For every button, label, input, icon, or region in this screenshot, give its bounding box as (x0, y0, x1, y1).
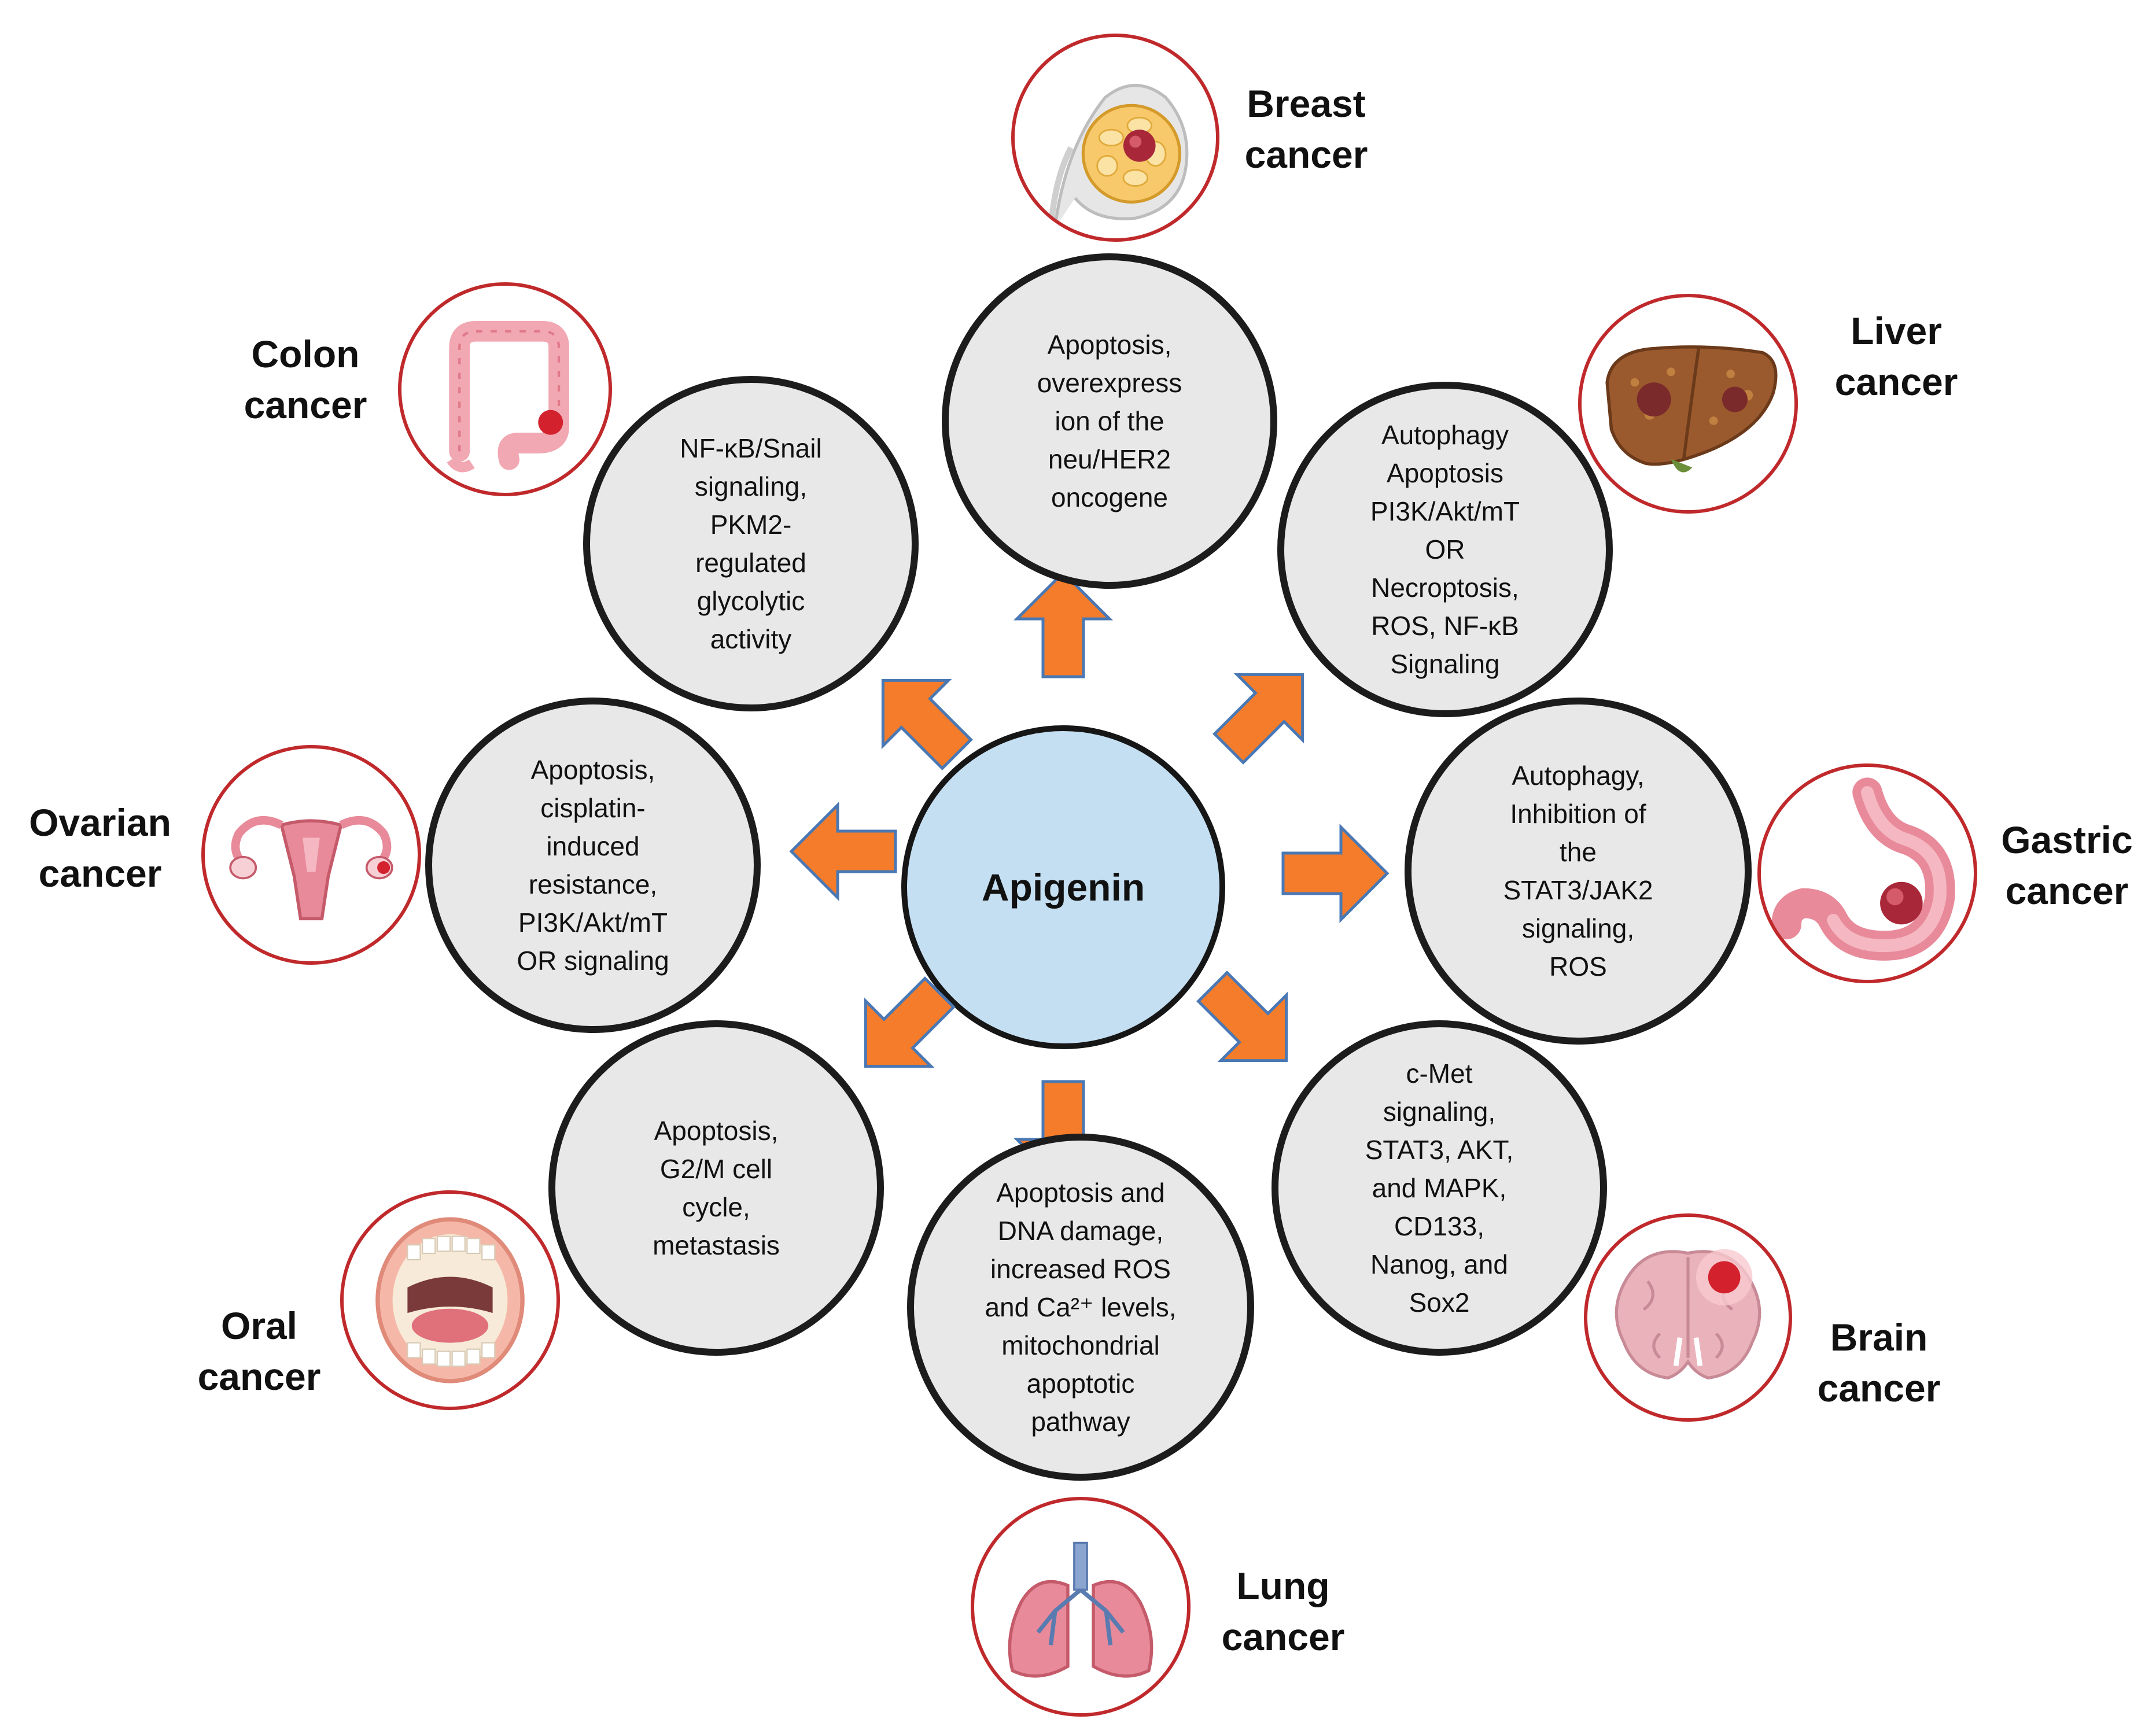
mechanism-node-lung: Apoptosis and DNA damage, increased ROS … (907, 1134, 1254, 1481)
label-breast-cancer: Breast cancer (1244, 82, 1368, 176)
lungs-icon (971, 1497, 1191, 1717)
label-ovarian-cancer: Ovarian cancer (29, 801, 171, 895)
apigenin-hub: Apigenin (901, 725, 1225, 1049)
mechanism-node-colon: NF-κB/Snail signaling, PKM2- regulated g… (583, 376, 919, 711)
mechanism-node-breast: Apoptosis, overexpress ion of the neu/HE… (942, 253, 1277, 589)
mechanism-node-brain: c-Met signaling, STAT3, AKT, and MAPK, C… (1272, 1020, 1607, 1356)
label-lung-cancer: Lung cancer (1221, 1565, 1345, 1658)
liver-icon (1578, 294, 1798, 514)
label-gastric-cancer: Gastric cancer (2001, 818, 2133, 912)
breast-icon (1011, 34, 1219, 242)
hub-label: Apigenin (981, 866, 1145, 909)
arrow-to-ovarian (789, 801, 897, 902)
label-brain-cancer: Brain cancer (1817, 1316, 1941, 1410)
label-colon-cancer: Colon cancer (244, 333, 367, 426)
arrow-to-colon (850, 648, 989, 787)
mechanism-node-liver: Autophagy Apoptosis PI3K/Akt/mT OR Necro… (1277, 382, 1613, 717)
mechanism-node-ovarian: Apoptosis, cisplatin- induced resistance… (425, 698, 761, 1033)
arrow-to-oral (833, 960, 972, 1099)
mechanism-node-oral: Apoptosis, G2/M cell cycle, metastasis (548, 1020, 884, 1356)
arrow-to-breast (1013, 570, 1114, 678)
uterus-icon (201, 745, 421, 965)
arrow-to-gastric (1281, 823, 1390, 924)
label-oral-cancer: Oral cancer (197, 1304, 321, 1398)
colon-icon (398, 282, 612, 496)
mechanism-text-ovarian: Apoptosis, cisplatin- induced resistance… (517, 755, 669, 976)
mechanism-text-lung: Apoptosis and DNA damage, increased ROS … (985, 1178, 1177, 1437)
mechanism-text-breast: Apoptosis, overexpress ion of the neu/HE… (1037, 330, 1182, 512)
mechanism-text-liver: Autophagy Apoptosis PI3K/Akt/mT OR Necro… (1370, 420, 1520, 679)
arrow-to-liver (1196, 642, 1335, 781)
mechanism-text-oral: Apoptosis, G2/M cell cycle, metastasis (653, 1116, 780, 1260)
label-liver-cancer: Liver cancer (1834, 309, 1958, 403)
mechanism-text-colon: NF-κB/Snail signaling, PKM2- regulated g… (680, 433, 822, 654)
arrow-to-brain (1180, 954, 1319, 1093)
brain-icon (1584, 1213, 1792, 1422)
mouth-icon (340, 1190, 560, 1410)
stomach-icon (1757, 763, 1977, 983)
mechanism-text-gastric: Autophagy, Inhibition of the STAT3/JAK2 … (1503, 761, 1653, 982)
mechanism-text-brain: c-Met signaling, STAT3, AKT, and MAPK, C… (1365, 1058, 1514, 1318)
mechanism-node-gastric: Autophagy, Inhibition of the STAT3/JAK2 … (1405, 698, 1752, 1045)
